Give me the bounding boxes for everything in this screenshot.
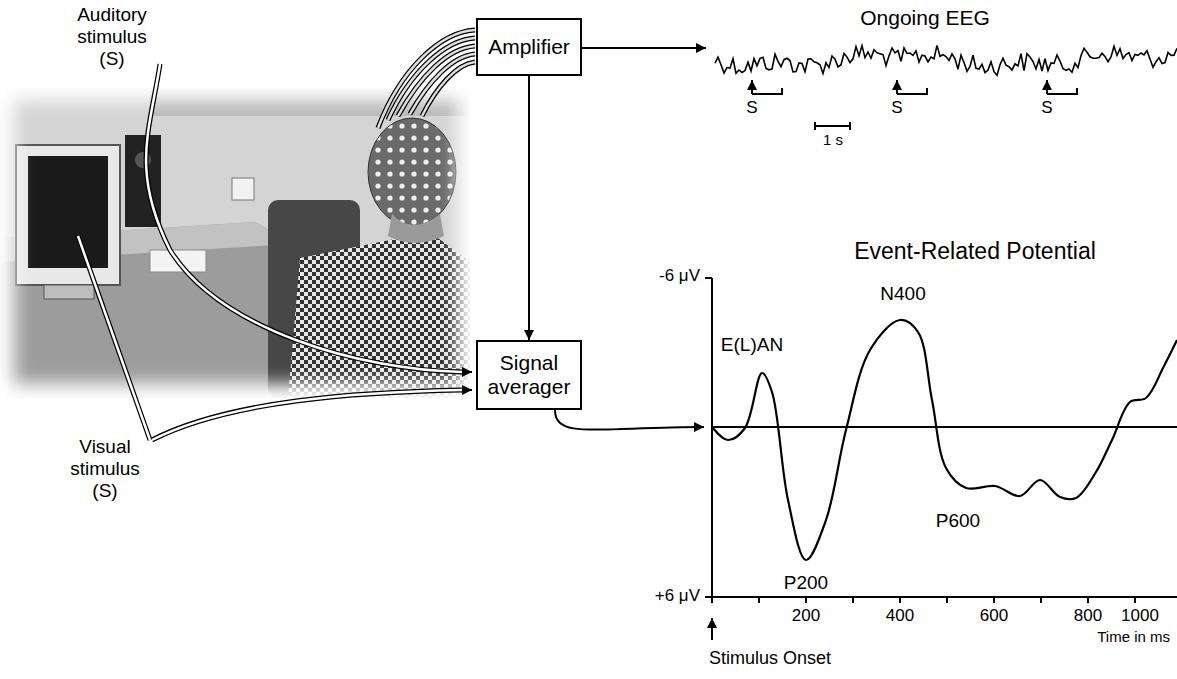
cable-outline (422, 62, 475, 116)
erp-axes (705, 278, 1177, 640)
visual-arrow (462, 389, 472, 391)
diagram-label: S (1041, 98, 1052, 118)
stimulus-bracket (897, 88, 927, 94)
stimulus-paths (78, 64, 472, 440)
stimulus-marker (751, 80, 753, 94)
auditory-arrow (462, 371, 472, 373)
y-axis-ticks (705, 278, 712, 597)
cable-outline (398, 46, 475, 116)
stimulus-bracket (752, 88, 782, 94)
diagram-label: 600 (980, 606, 1008, 626)
wall (0, 88, 470, 398)
stimulus-marker (896, 80, 898, 94)
signal-arrow (528, 76, 530, 340)
y-axis (711, 278, 713, 597)
diagram-label: Time in ms (1097, 628, 1170, 645)
diagram-label: Ongoing EEG (860, 6, 990, 30)
cable (398, 46, 475, 116)
cable-outline (378, 30, 475, 128)
erp-waveform (712, 320, 1177, 560)
diagram-label: -6 μV (659, 266, 700, 286)
stimulus-bracket (1047, 88, 1077, 94)
x-tick (993, 597, 995, 603)
eeg-trace-group (715, 45, 1177, 75)
time-scale-bar (815, 122, 850, 130)
eeg-trace (715, 45, 1177, 75)
x-axis-ticks (712, 597, 1135, 603)
diagram-label: N400 (880, 283, 925, 305)
diagram-label: E(L)AN (721, 334, 783, 356)
diagram-label: +6 μV (655, 586, 700, 606)
stimulus-onset-arrow (711, 618, 713, 640)
visual-path (78, 236, 150, 440)
process-box: Amplifier (476, 18, 582, 76)
diagram-label: Visual stimulus (S) (55, 436, 155, 502)
cable (378, 30, 475, 128)
lab-photo (0, 88, 470, 398)
diagram-label: P200 (784, 572, 828, 594)
visual-path-outline (152, 390, 462, 440)
x-axis (712, 596, 1177, 598)
cable-outline (388, 38, 475, 120)
diagram-label: S (891, 98, 902, 118)
visual-path-outline (78, 236, 150, 440)
diagram-label: Stimulus Onset (709, 648, 831, 669)
auditory-path-outline (146, 64, 462, 372)
x-tick (1087, 597, 1089, 603)
box-label: Amplifier (488, 35, 570, 59)
diagram-label: 400 (886, 606, 914, 626)
diagram-label: 800 (1074, 606, 1102, 626)
x-tick (711, 597, 713, 603)
x-tick (805, 597, 807, 603)
diagram-label: 200 (792, 606, 820, 626)
averager-output-arrow (555, 410, 704, 430)
monitor (16, 145, 120, 285)
wall-socket (232, 178, 254, 200)
diagram-label: Event-Related Potential (854, 238, 1096, 264)
auditory-path (146, 64, 462, 372)
stimulus-marker (1046, 80, 1048, 94)
x-tick (899, 597, 901, 603)
diagram-label: S (746, 98, 757, 118)
x-tick (946, 597, 948, 603)
stimulus-markers (752, 80, 1077, 130)
cable (422, 62, 475, 116)
amplifier-output-arrow (582, 47, 706, 49)
person-neck (388, 214, 444, 243)
zero-line (712, 426, 1177, 428)
box-label: Signal averager (484, 351, 574, 399)
x-tick (1040, 597, 1042, 603)
cable (388, 38, 475, 120)
diagram-label: Auditory stimulus (S) (62, 4, 162, 70)
diagram-label: P600 (936, 510, 980, 532)
erp-waveform-group (712, 320, 1177, 560)
process-box: Signal averager (476, 340, 582, 410)
diagram-label: 1 s (823, 131, 843, 148)
diagram-label: 1000 (1121, 606, 1159, 626)
x-tick (758, 597, 760, 603)
electrode-cables (378, 30, 475, 128)
x-tick (1134, 597, 1136, 603)
x-tick (852, 597, 854, 603)
monitor-screen (28, 156, 108, 268)
visual-path (152, 390, 462, 440)
electrode-cap (368, 118, 456, 226)
monitor-base (44, 285, 94, 299)
